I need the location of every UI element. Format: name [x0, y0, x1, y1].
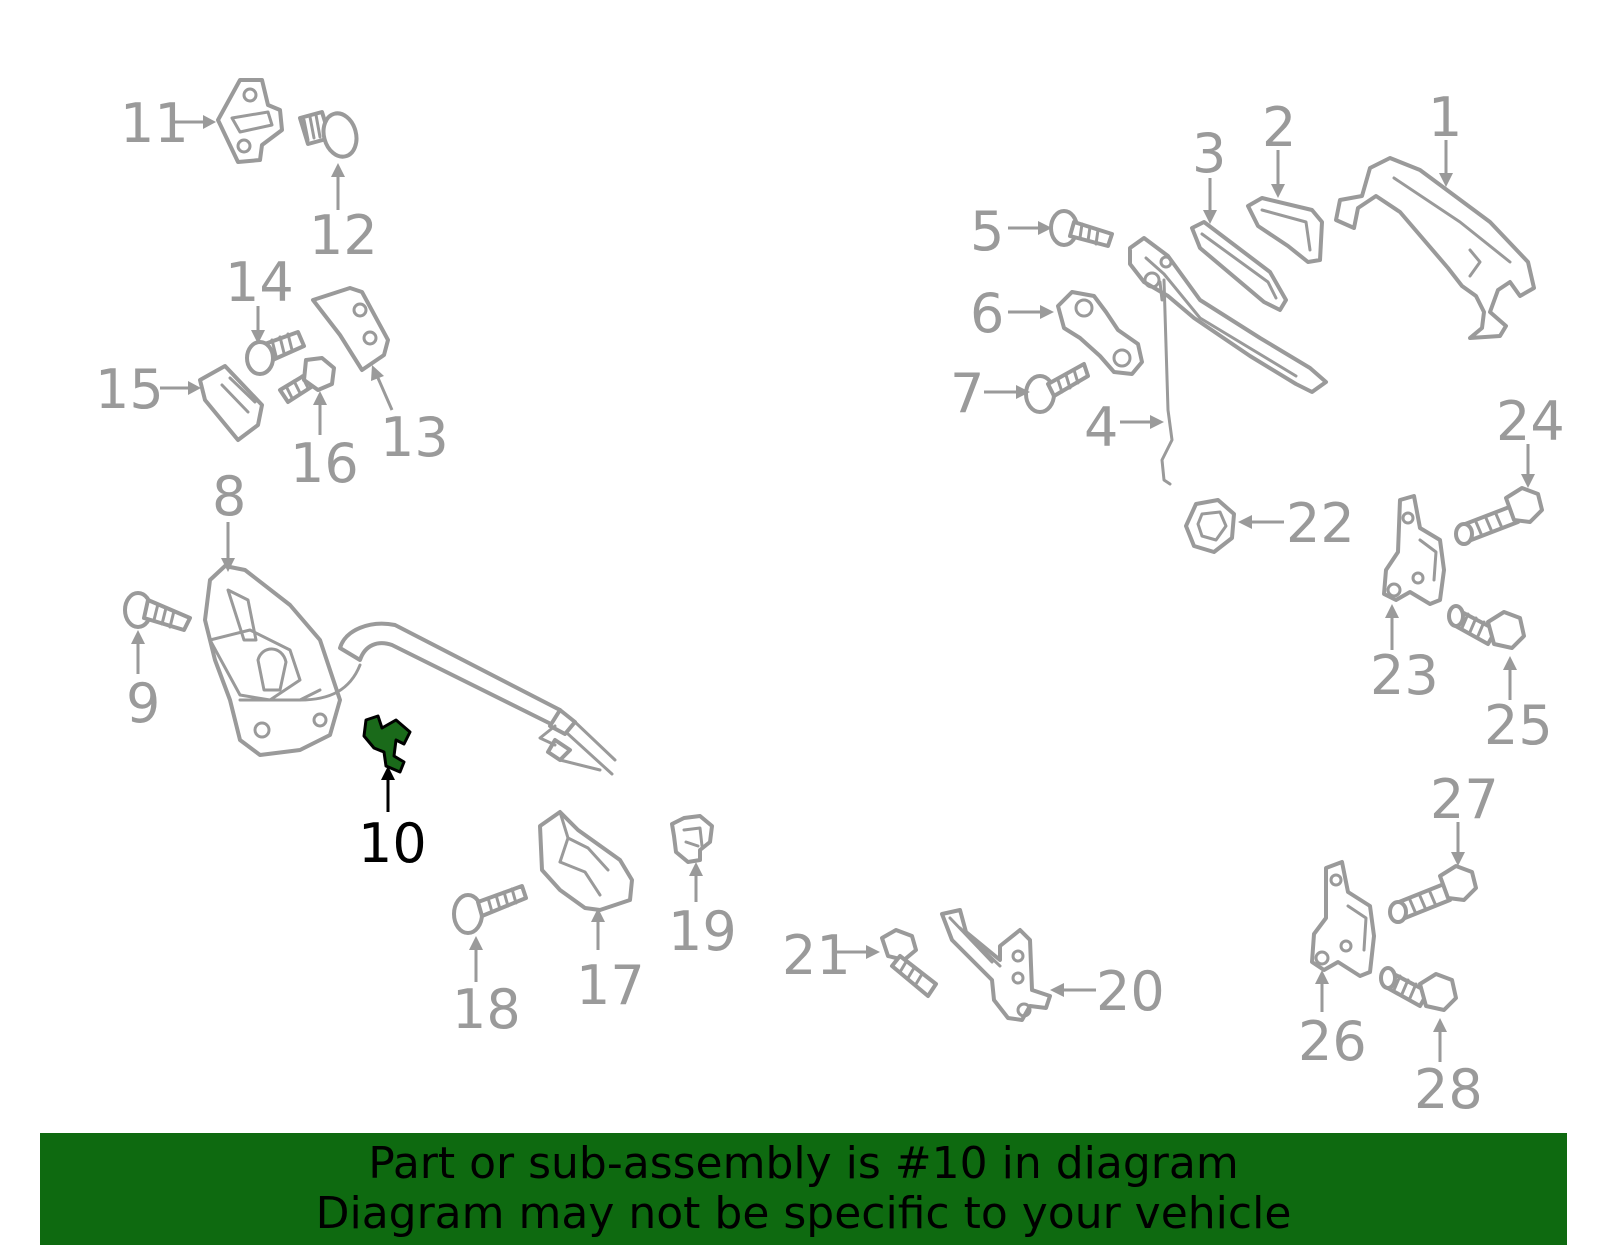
part-10-highlighted-bracket	[362, 714, 412, 774]
part-7-screw	[1024, 362, 1090, 414]
callout-15: 15	[95, 358, 201, 421]
callout-number: 16	[290, 432, 359, 495]
callout-21: 21	[782, 924, 880, 987]
part-14-bolt	[245, 330, 306, 376]
part-22-nut	[1184, 498, 1236, 554]
callout-number: 2	[1262, 96, 1296, 159]
callout-number: 5	[970, 200, 1004, 263]
callout-number: 26	[1298, 1010, 1367, 1073]
part-15-clip	[198, 364, 264, 442]
callout-19: 19	[668, 862, 737, 963]
part-11-door-striker	[216, 78, 284, 164]
callout-18: 18	[452, 936, 521, 1041]
callout-26: 26	[1298, 970, 1367, 1073]
callout-number: 12	[309, 204, 378, 267]
part-20-door-check	[940, 908, 1052, 1022]
banner-line-disclaimer: Diagram may not be specific to your vehi…	[315, 1188, 1292, 1239]
part-28-bolt	[1379, 966, 1458, 1012]
callout-number: 8	[212, 465, 246, 528]
info-banner: Part or sub-assembly is #10 in diagram D…	[40, 1133, 1567, 1245]
part-17-cover	[538, 810, 634, 912]
callout-14: 14	[225, 251, 294, 344]
part-12-screw	[298, 110, 359, 159]
part-8-door-latch	[203, 564, 617, 776]
part-16-bolt	[278, 356, 336, 404]
handle-frame	[1128, 236, 1328, 394]
callout-number: 3	[1192, 122, 1226, 185]
callout-number: 22	[1286, 492, 1355, 555]
callout-10: 10	[358, 766, 427, 875]
callout-27: 27	[1430, 768, 1499, 866]
callout-number: 21	[782, 924, 851, 987]
callout-13: 13	[371, 365, 449, 469]
part-13-bracket	[311, 286, 390, 372]
part-4-rod	[1158, 278, 1174, 486]
callout-number: 28	[1414, 1058, 1483, 1121]
callout-number: 4	[1084, 396, 1118, 459]
callout-8: 8	[212, 465, 246, 572]
part-19-clip	[670, 814, 714, 864]
part-5-screw	[1049, 209, 1114, 248]
part-2-handle-cap	[1246, 196, 1324, 264]
part-26-hinge	[1310, 860, 1376, 978]
callout-number: 10	[358, 812, 427, 875]
callout-number: 25	[1484, 694, 1553, 757]
callout-number: 17	[576, 954, 645, 1017]
callout-4: 4	[1084, 396, 1164, 459]
part-3-gasket	[1190, 220, 1288, 312]
callout-22: 22	[1238, 492, 1355, 555]
banner-line-part-number: Part or sub-assembly is #10 in diagram	[368, 1138, 1239, 1189]
part-27-bolt	[1388, 864, 1478, 924]
callout-number: 11	[120, 92, 189, 155]
callout-7: 7	[950, 362, 1030, 425]
callout-23: 23	[1370, 604, 1439, 707]
callout-25: 25	[1484, 656, 1553, 757]
callout-6: 6	[970, 282, 1054, 345]
part-18-screw	[452, 884, 528, 935]
callout-number: 1	[1428, 86, 1462, 149]
callout-number: 24	[1496, 390, 1565, 453]
callout-12: 12	[309, 163, 378, 267]
callout-24: 24	[1496, 390, 1565, 488]
callout-5: 5	[970, 200, 1052, 263]
callout-number: 6	[970, 282, 1004, 345]
callout-1: 1	[1428, 86, 1462, 187]
callout-number: 23	[1370, 644, 1439, 707]
callout-number: 7	[950, 362, 984, 425]
callout-16: 16	[290, 391, 359, 495]
callout-number: 18	[452, 978, 521, 1041]
callout-number: 13	[380, 406, 449, 469]
callout-number: 20	[1096, 960, 1165, 1023]
part-21-bolt	[880, 928, 938, 998]
callout-11: 11	[120, 92, 216, 155]
part-1-outside-handle	[1334, 156, 1536, 340]
part-23-hinge	[1382, 494, 1446, 606]
part-25-bolt	[1447, 604, 1526, 650]
callout-number: 15	[95, 358, 164, 421]
callout-number: 27	[1430, 768, 1499, 831]
callout-20: 20	[1050, 960, 1165, 1023]
callout-2: 2	[1262, 96, 1296, 198]
callout-17: 17	[576, 908, 645, 1017]
callout-number: 14	[225, 251, 294, 314]
part-9-screw	[123, 591, 192, 632]
callout-9: 9	[126, 630, 160, 735]
callout-number: 19	[668, 900, 737, 963]
callout-number: 9	[126, 672, 160, 735]
part-6-lever	[1056, 290, 1144, 376]
callout-3: 3	[1192, 122, 1226, 224]
part-24-bolt	[1454, 486, 1544, 546]
callout-28: 28	[1414, 1018, 1483, 1121]
